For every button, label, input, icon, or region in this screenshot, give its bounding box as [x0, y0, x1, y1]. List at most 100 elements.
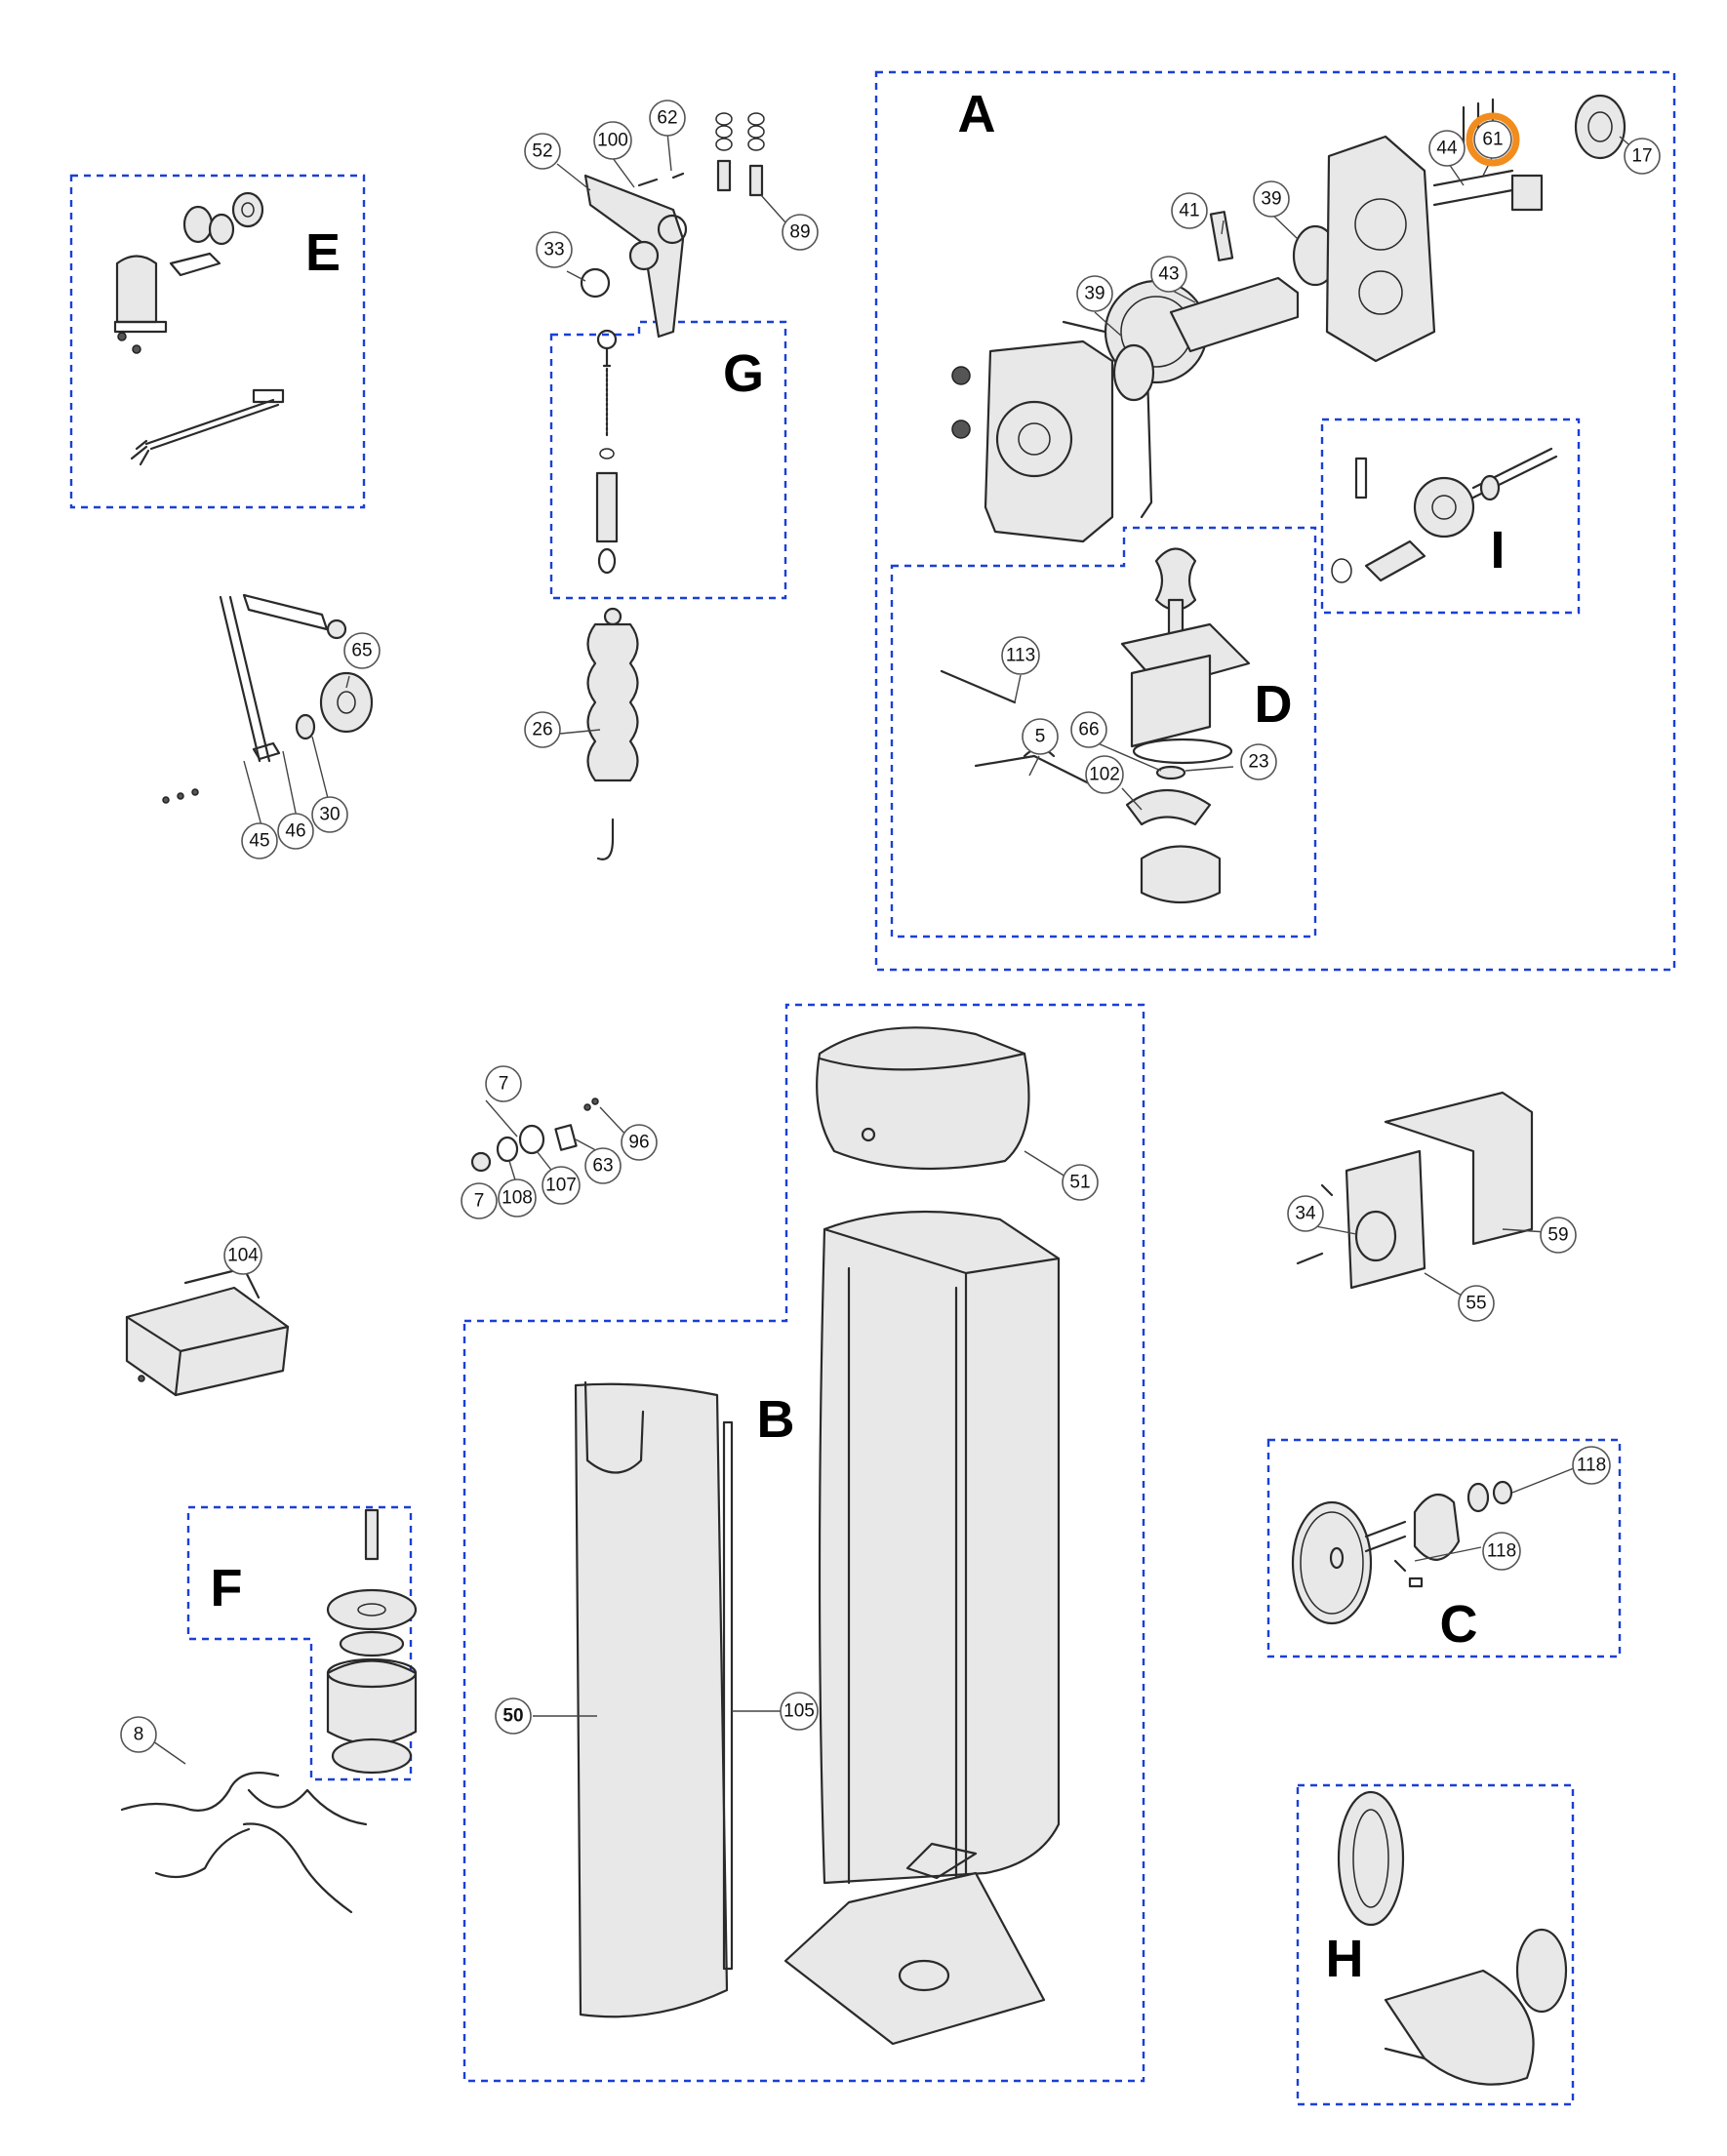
- callout-number: 39: [1261, 189, 1281, 210]
- callout-number: 66: [1078, 720, 1099, 740]
- group-box-h: [1296, 1783, 1575, 2106]
- callout-number: 8: [134, 1725, 144, 1745]
- callout-89: 89: [782, 214, 819, 251]
- callout-45: 45: [241, 822, 278, 859]
- callout-number: 34: [1295, 1204, 1316, 1224]
- callout-118-top: 118: [1572, 1446, 1611, 1485]
- callout-61: 61: [1473, 120, 1512, 159]
- callout-108: 108: [498, 1178, 537, 1218]
- callout-number: 61: [1482, 130, 1503, 150]
- callout-62: 62: [649, 100, 686, 137]
- callout-number: 30: [319, 805, 340, 825]
- callout-33: 33: [536, 231, 573, 268]
- callout-41: 41: [1171, 192, 1208, 229]
- part-small-hardware: [470, 1098, 599, 1173]
- callout-number: 96: [628, 1133, 649, 1153]
- callout-55: 55: [1458, 1285, 1495, 1322]
- callout-number: 102: [1089, 765, 1120, 785]
- callout-number: 17: [1631, 146, 1652, 167]
- group-letter-d: D: [1255, 675, 1293, 734]
- callout-number: 33: [543, 240, 564, 260]
- callout-23: 23: [1240, 743, 1277, 780]
- group-box-d: [890, 526, 1317, 938]
- callout-number: 55: [1466, 1294, 1486, 1314]
- part-8-cables: [120, 1772, 368, 1914]
- group-letter-i: I: [1490, 521, 1505, 579]
- callout-number: 5: [1035, 727, 1046, 747]
- callout-7-bottom: 7: [461, 1182, 498, 1219]
- callout-50: 50: [495, 1697, 532, 1735]
- callout-number: 26: [532, 720, 552, 740]
- callout-96: 96: [621, 1124, 658, 1161]
- callout-118-bottom: 118: [1482, 1532, 1521, 1571]
- callout-number: 113: [1006, 646, 1035, 666]
- callout-51: 51: [1062, 1164, 1099, 1201]
- callout-number: 105: [783, 1701, 815, 1722]
- callout-number: 7: [474, 1191, 485, 1212]
- part-g-assembly: [580, 112, 765, 860]
- group-boxes: [69, 70, 1676, 2106]
- callout-number: 89: [789, 222, 810, 243]
- callout-number: 104: [227, 1246, 259, 1266]
- group-box-g: [549, 320, 787, 600]
- part-e-assembly: [113, 191, 285, 466]
- callout-102: 102: [1085, 755, 1124, 794]
- part-lever-assembly: [162, 593, 374, 804]
- callout-number: 51: [1069, 1173, 1090, 1193]
- callout-107: 107: [542, 1166, 581, 1205]
- callout-number: 65: [351, 641, 372, 661]
- callout-26: 26: [524, 711, 561, 748]
- callout-34: 34: [1287, 1195, 1324, 1232]
- callout-number: 39: [1084, 284, 1104, 304]
- group-box-f: [186, 1505, 413, 1781]
- part-a-gearbox: [951, 94, 1627, 543]
- callout-number: 63: [592, 1156, 613, 1177]
- group-box-i: [1320, 418, 1581, 615]
- callout-number: 118: [1577, 1456, 1606, 1476]
- callout-59: 59: [1540, 1217, 1577, 1254]
- group-box-b: [462, 1003, 1145, 2083]
- highlight-ring-61: [1466, 112, 1520, 167]
- part-89-fittings: [715, 112, 765, 197]
- part-bracket-assembly: [1296, 1091, 1534, 1290]
- part-f-assembly: [326, 1508, 418, 1775]
- group-letter-h: H: [1326, 1930, 1364, 1988]
- group-letter-b: B: [757, 1390, 795, 1449]
- callouts: 61 17 44 41 39 39 43 62 100 52 89 33 65 …: [120, 100, 1661, 1765]
- callout-43: 43: [1150, 256, 1187, 293]
- callout-number: 62: [657, 108, 677, 129]
- group-letter-f: F: [211, 1559, 243, 1617]
- part-h-assembly: [1337, 1790, 1568, 2086]
- callout-104: 104: [223, 1236, 262, 1275]
- callout-number: 118: [1487, 1541, 1516, 1562]
- part-d-motor: [940, 547, 1251, 904]
- group-box-e: [69, 174, 366, 509]
- group-box-c: [1266, 1438, 1622, 1658]
- callout-number: 50: [502, 1706, 523, 1727]
- callout-number: 43: [1158, 264, 1179, 285]
- callout-8: 8: [120, 1716, 157, 1753]
- part-b-housing: [574, 1026, 1061, 2046]
- part-i-assembly: [1331, 447, 1558, 583]
- group-letters: A B C D E F G H I: [211, 85, 1506, 1988]
- callout-number: 23: [1248, 752, 1268, 773]
- callout-113: 113: [1001, 636, 1040, 675]
- callout-44: 44: [1428, 130, 1466, 167]
- group-box-a: [874, 70, 1676, 972]
- callout-number: 100: [597, 131, 628, 151]
- callout-100: 100: [593, 121, 632, 160]
- callout-number: 59: [1547, 1225, 1568, 1246]
- callout-number: 44: [1436, 139, 1458, 159]
- callout-46: 46: [277, 813, 314, 850]
- part-104-control-board: [125, 1266, 290, 1397]
- group-letter-c: C: [1440, 1595, 1478, 1654]
- group-letter-a: A: [958, 85, 996, 143]
- callout-7-top: 7: [485, 1065, 522, 1102]
- group-letter-g: G: [723, 344, 764, 403]
- callout-65: 65: [343, 632, 381, 669]
- callout-number: 108: [502, 1188, 533, 1209]
- callout-66: 66: [1070, 711, 1107, 748]
- callout-number: 46: [285, 821, 305, 842]
- part-c-assembly: [1291, 1480, 1513, 1625]
